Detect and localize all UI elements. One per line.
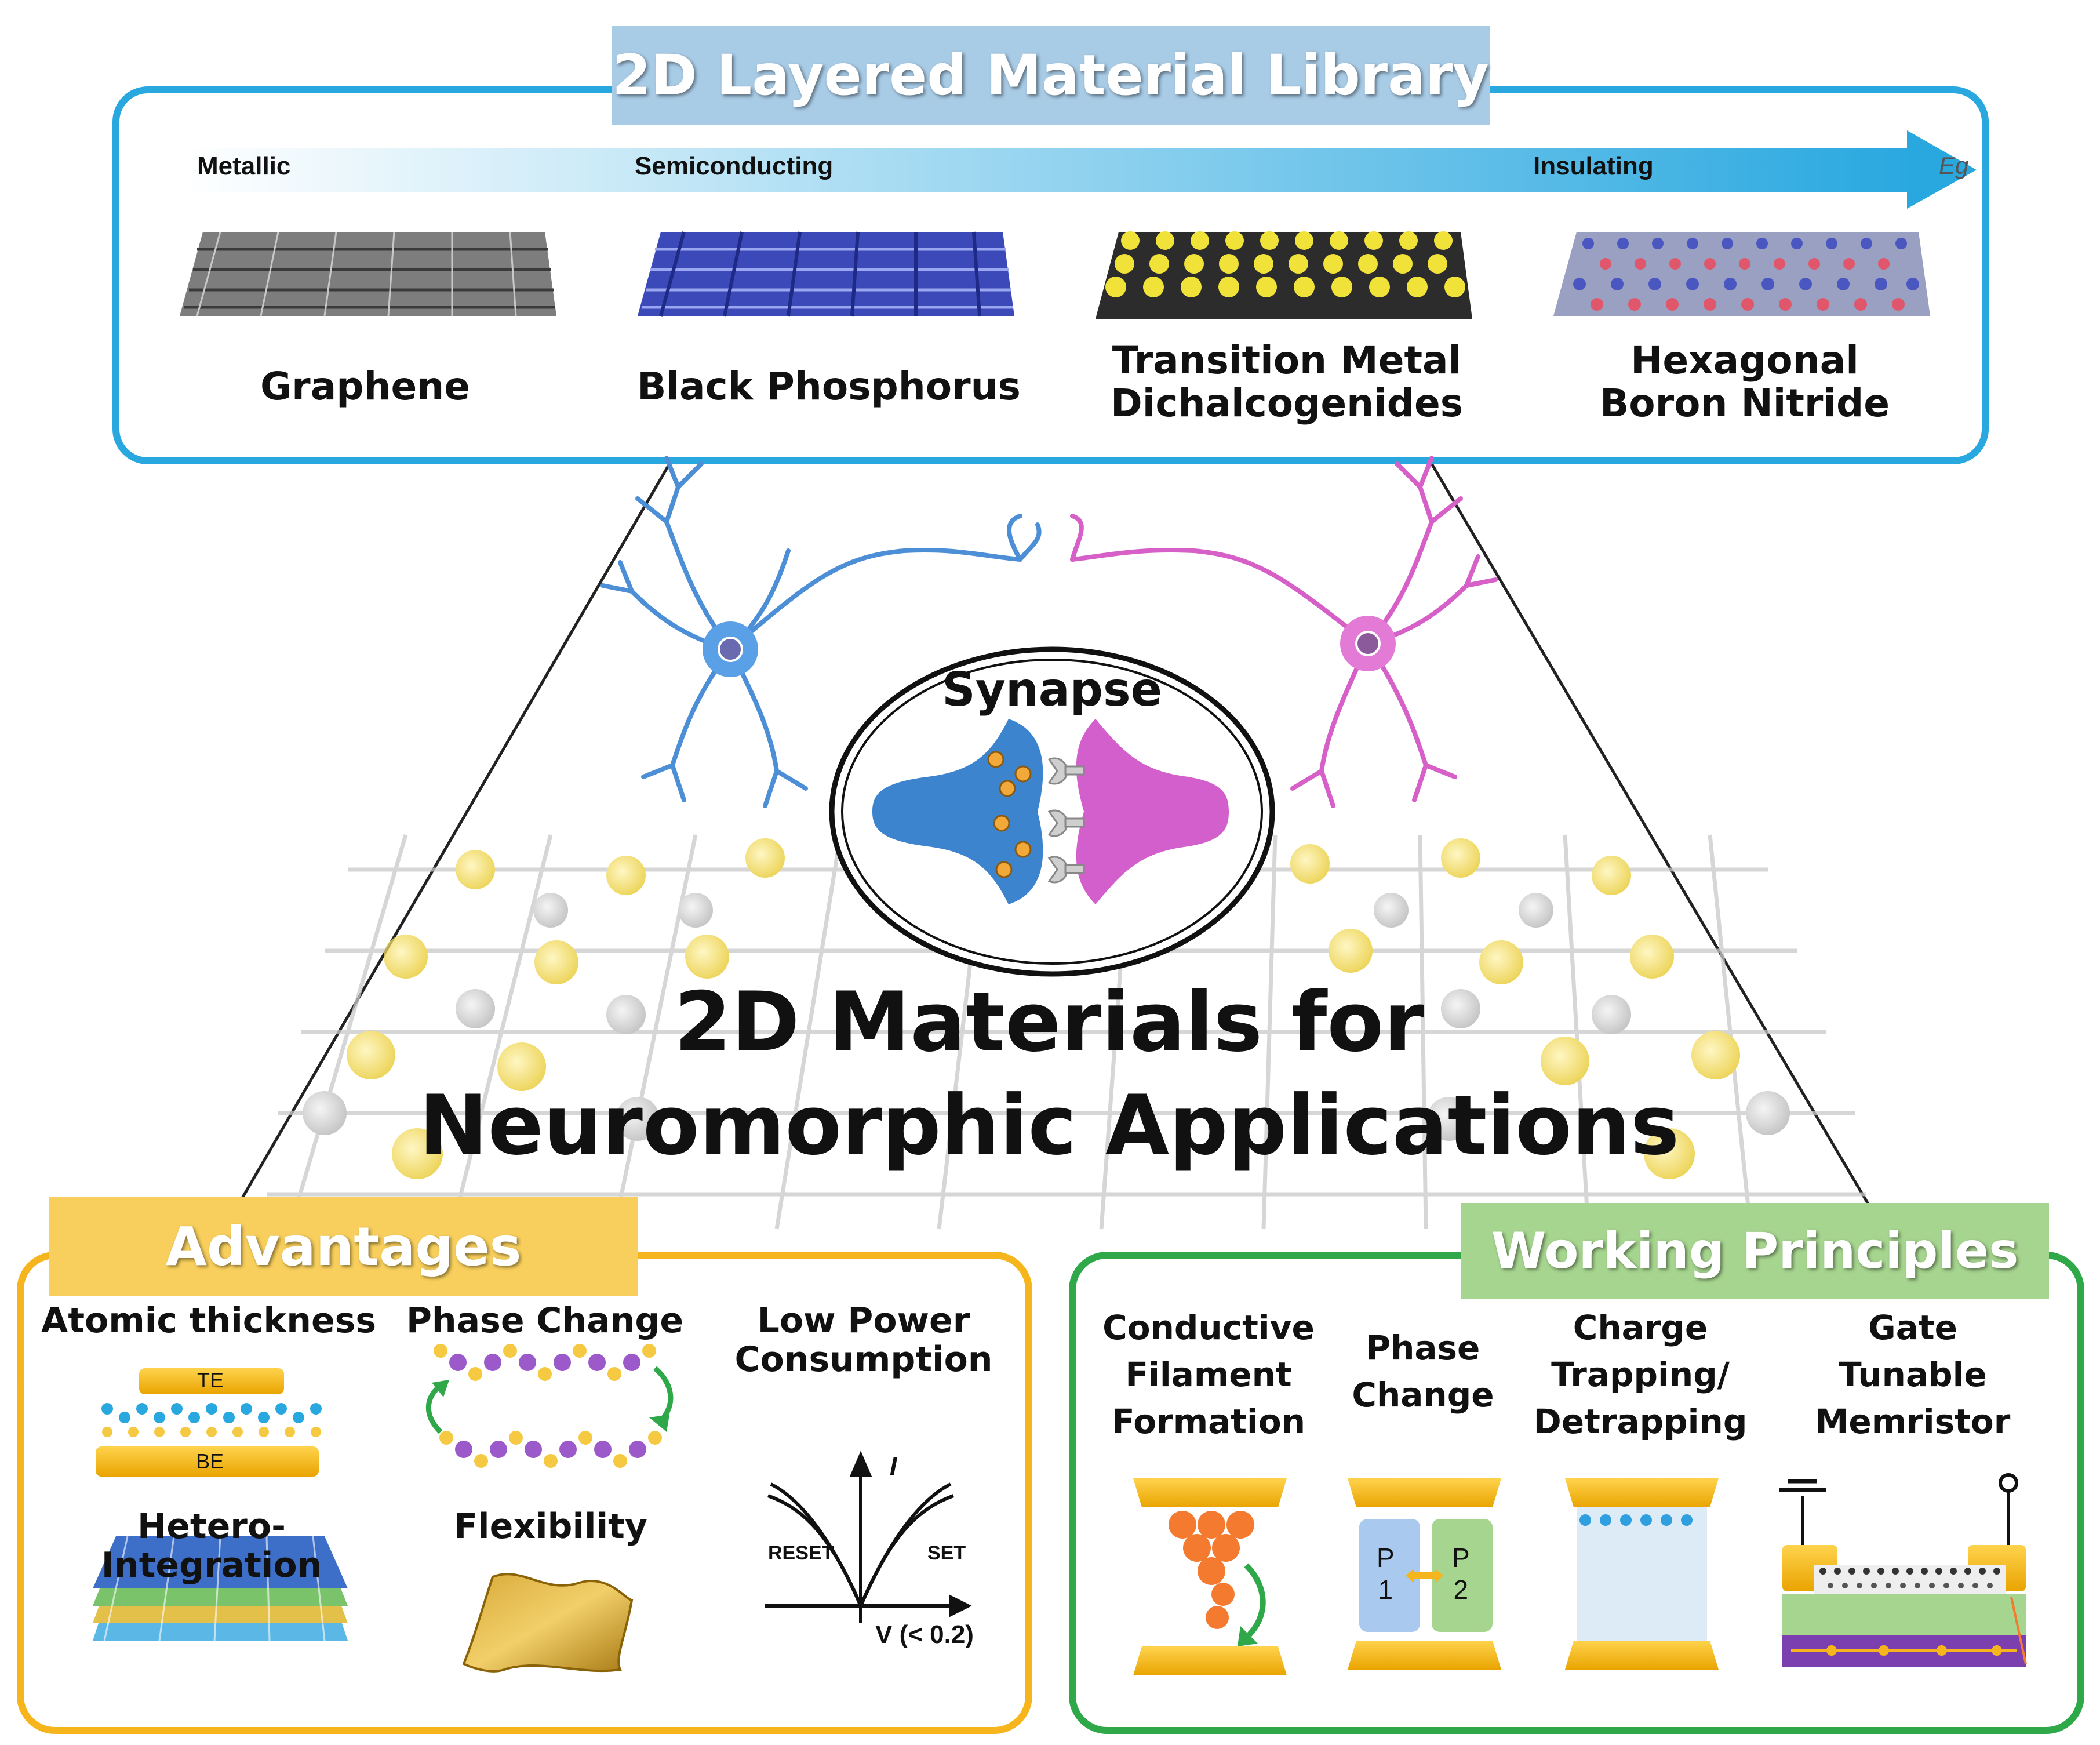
adv-hetero-integration: Hetero-Integration: [101, 1506, 322, 1586]
advantages-title: Advantages: [165, 1215, 522, 1278]
scale-metallic: Metallic: [197, 152, 291, 180]
principle-phase-l2: Change: [1352, 1375, 1494, 1415]
hetero-integration-image: [93, 1536, 348, 1641]
phase-p1-letter: P: [1377, 1543, 1395, 1573]
black-phosphorus-image: [638, 231, 1014, 317]
iv-i-label: I: [890, 1452, 897, 1481]
iv-curve: [765, 1450, 972, 1623]
principle-charge-l1: Charge: [1573, 1308, 1708, 1347]
flexibility-image: [462, 1573, 634, 1673]
adv-flexibility: Flexibility: [454, 1506, 647, 1547]
principle-filament-l1: Conductive: [1102, 1308, 1315, 1347]
principle-filament: Conductive Filament Formation: [1098, 1304, 1319, 1446]
material-hbn-line1: Hexagonal: [1630, 338, 1859, 383]
principles-title: Working Principles: [1491, 1222, 2019, 1280]
principle-gate-tunable: Gate Tunable Memristor: [1791, 1304, 2035, 1446]
synapse-label: Synapse: [942, 663, 1162, 717]
neuron-left: [600, 456, 1042, 808]
principle-phase-change: Phase Change: [1333, 1325, 1513, 1419]
principle-gate-l1: Gate: [1868, 1308, 1957, 1347]
phase-change-cell: [1348, 1478, 1501, 1670]
phase-change-advantage-image: [425, 1344, 674, 1468]
neurotransmitters: [987, 751, 1032, 878]
principle-filament-l2: Filament: [1125, 1355, 1292, 1395]
principle-gate-l3: Memristor: [1815, 1402, 2011, 1442]
iv-v-label: V (< 0.2): [875, 1620, 974, 1649]
phase-p1-label: P 1: [1377, 1542, 1395, 1606]
iv-reset-label: RESET: [768, 1542, 834, 1564]
advantages-banner: Advantages: [49, 1197, 638, 1296]
hbn-image: [1553, 232, 1930, 316]
filament-device: [1133, 1478, 1287, 1675]
receptors: [1047, 757, 1085, 884]
phase-p1-num: 1: [1378, 1575, 1393, 1605]
gate-tunable-memristor: [1779, 1473, 2027, 1667]
pyramid-lines: [236, 463, 1871, 1207]
material-hbn-line2: Boron Nitride: [1599, 380, 1890, 426]
neuron-right: [1070, 456, 1498, 808]
postsynaptic-terminal: [1076, 719, 1229, 904]
adv-low-power: Low Power Consumption: [713, 1300, 1014, 1380]
material-tmd-line1: Transition Metal: [1112, 338, 1462, 383]
adv-low-power-line1: Low Power: [757, 1300, 970, 1341]
center-title-line2: Neuromorphic Applications: [418, 1077, 1680, 1173]
material-tmd: Transition Metal Dichalcogenides: [1090, 339, 1484, 425]
tmd-image: [1096, 231, 1472, 319]
phase-p2-letter: P: [1452, 1543, 1470, 1573]
principle-charge-l2: Trapping/: [1551, 1355, 1730, 1395]
phase-p2-label: P 2: [1452, 1542, 1470, 1606]
scale-semiconducting: Semiconducting: [635, 152, 834, 180]
principles-banner: Working Principles: [1461, 1203, 2049, 1299]
atomic-thickness-device: [96, 1368, 322, 1477]
graphene-sheet-image: [180, 231, 556, 317]
iv-set-label: SET: [927, 1542, 966, 1564]
bandgap-arrow: [185, 130, 1977, 209]
library-banner: 2D Layered Material Library: [612, 26, 1490, 125]
material-hbn: Hexagonal Boron Nitride: [1548, 339, 1942, 425]
material-graphene: Graphene: [174, 365, 556, 408]
adv-low-power-line2: Consumption: [734, 1339, 993, 1380]
center-title-line1: 2D Materials for: [674, 975, 1424, 1070]
scale-eg: Eg: [1939, 152, 1969, 179]
material-black-phosphorus-name: Black Phosphorus: [637, 364, 1021, 409]
principle-gate-l2: Tunable: [1839, 1355, 1987, 1395]
be-label: BE: [196, 1449, 224, 1473]
scale-insulating: Insulating: [1533, 152, 1654, 180]
principle-phase-l1: Phase: [1366, 1328, 1480, 1368]
material-graphene-name: Graphene: [260, 364, 470, 409]
principle-charge-trapping: Charge Trapping/ Detrapping: [1533, 1304, 1748, 1446]
material-tmd-line2: Dichalcogenides: [1110, 380, 1464, 426]
adv-atomic-thickness: Atomic thickness: [41, 1300, 377, 1341]
adv-phase-change: Phase Change: [406, 1300, 684, 1341]
te-label: TE: [197, 1368, 224, 1392]
library-title: 2D Layered Material Library: [612, 43, 1489, 108]
phase-p2-num: 2: [1453, 1575, 1469, 1605]
charge-trapping-cell: [1565, 1478, 1719, 1670]
material-black-phosphorus: Black Phosphorus: [632, 365, 1026, 408]
center-title: 2D Materials for Neuromorphic Applicatio…: [406, 971, 1693, 1177]
principle-charge-l3: Detrapping: [1533, 1402, 1748, 1442]
principle-filament-l3: Formation: [1111, 1402, 1306, 1442]
